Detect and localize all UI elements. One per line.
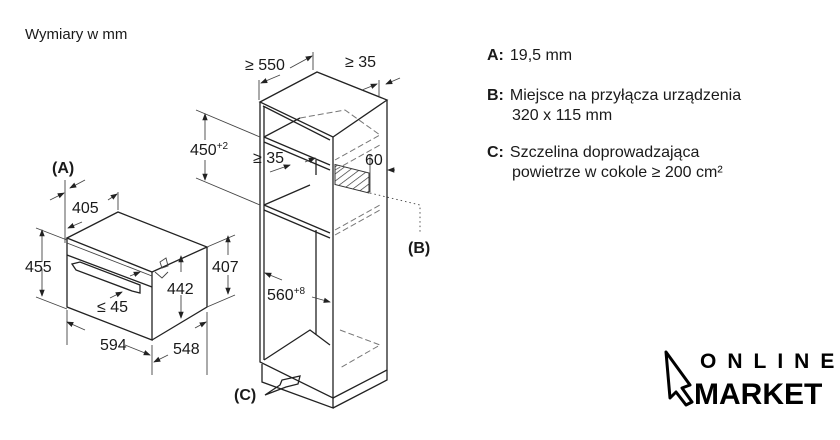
label-c: (C) [234, 387, 256, 404]
legend-a: A:19,5 mm [487, 47, 573, 64]
dim-548: 548 [173, 341, 200, 358]
dim-442: 442 [167, 281, 194, 298]
online-market-logo: ONLINE MARKET [664, 350, 840, 411]
dim-455: 455 [25, 259, 52, 276]
dim-560: 560+8 [267, 286, 306, 304]
label-b: (B) [408, 240, 430, 257]
dim-60: 60 [365, 152, 383, 169]
cabinet-drawing [195, 52, 421, 409]
oven-drawing [35, 179, 236, 375]
dim-594: 594 [100, 337, 127, 354]
title: Wymiary w mm [25, 26, 127, 43]
dim-450: 450+2 [190, 141, 229, 159]
dim-45: ≤ 45 [97, 299, 128, 316]
svg-text:ONLINE: ONLINE [700, 350, 840, 373]
dim-405: 405 [72, 200, 99, 217]
dim-35-back: ≥ 35 [345, 54, 376, 71]
dim-35-shelf: ≥ 35 [253, 150, 284, 167]
dim-550: ≥ 550 [245, 57, 285, 74]
svg-text:MARKET: MARKET [694, 378, 822, 411]
label-a: (A) [52, 160, 74, 177]
dim-407: 407 [212, 259, 239, 276]
